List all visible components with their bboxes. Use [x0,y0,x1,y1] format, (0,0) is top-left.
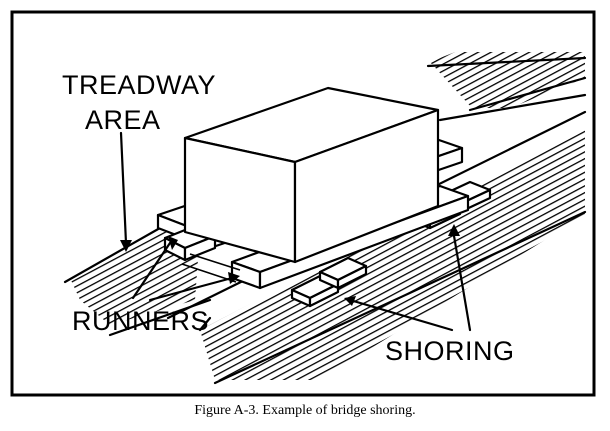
leader-lines [119,131,472,332]
figure-caption: Figure A-3. Example of bridge shoring. [194,403,415,418]
shoring-block [318,256,368,290]
label-treadway: TREADWAY [62,70,216,100]
label-runners: RUNNERS [72,306,209,336]
figure-frame [10,10,596,397]
load-box [183,86,440,264]
label-shoring: SHORING [385,336,515,366]
label-area: AREA [85,105,161,135]
back-treadway [426,52,587,122]
